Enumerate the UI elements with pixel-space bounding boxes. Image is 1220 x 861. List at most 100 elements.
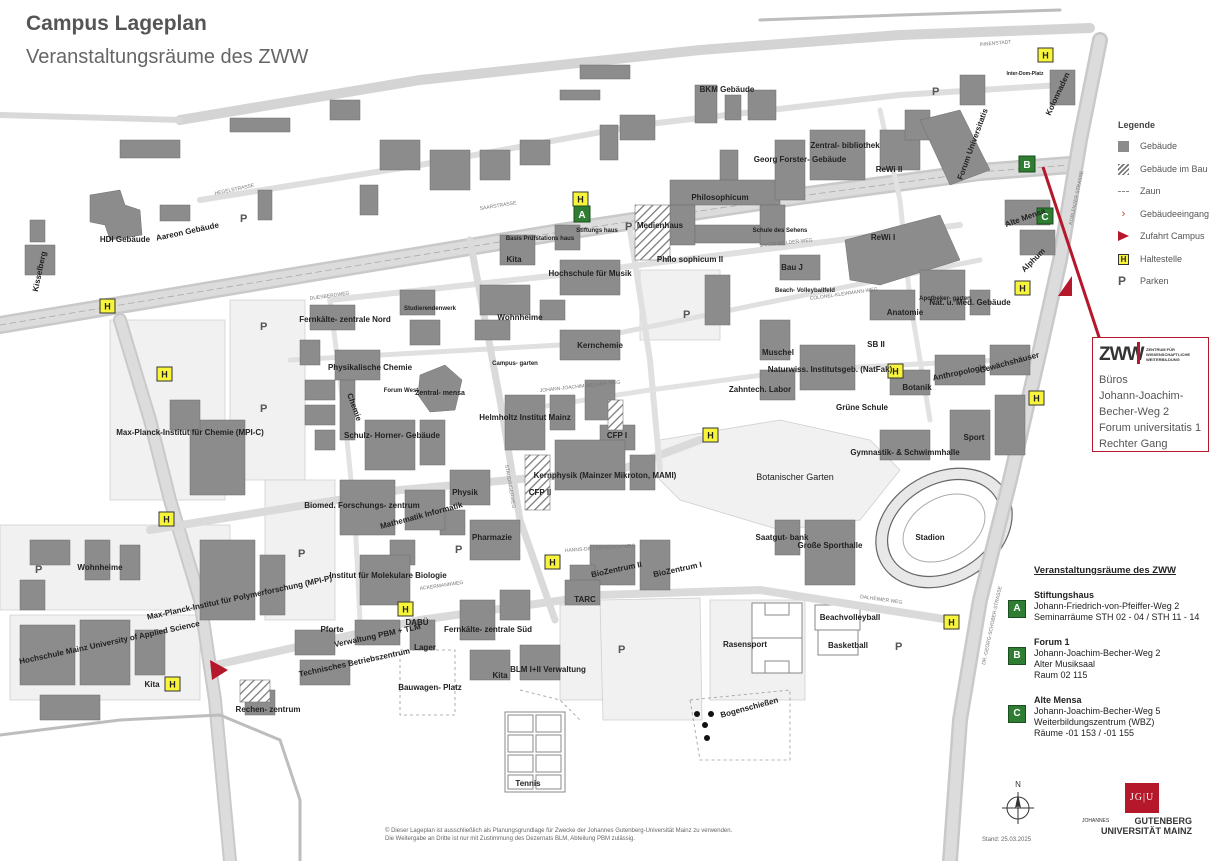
campus-access-triangle-icon [1118,231,1129,241]
label-tennis: Tennis [515,779,541,788]
north-arrow-icon: N [1002,780,1034,824]
label-zentralmensa: Zentral- mensa [415,390,465,397]
label-helmholtz: Helmholtz Institut Mainz [479,413,571,422]
label-wohnheime-2: Wohnheime [77,563,123,572]
label-grosse-sporthalle: Große Sporthalle [798,541,863,550]
parking-p: P [618,644,625,656]
street-ackermannweg: ACKERMANNWEG [419,580,463,592]
label-natmed: Nat. u. Med. Gebäude [929,298,1011,307]
event-room-a[interactable]: A Stiftungshaus Johann-Friedrich-von-Pfe… [1006,590,1216,623]
construction-buildings [239,204,671,703]
label-natfak: Naturwiss. Institutsgeb. (NatFak) [768,365,893,374]
bus-stop-h: H [161,370,168,380]
label-hdi: HDI Gebäude [100,235,151,244]
parking-p: P [455,544,462,556]
fences [399,649,791,761]
entrance-mark-icon: › [1121,207,1126,220]
bus-stop-h: H [892,367,899,377]
label-fernkaelte-sued: Fernkälte- zentrale Süd [444,625,532,634]
label-biomed: Biomed. Forschungs- zentrum [304,501,420,510]
stadium [875,467,1013,589]
label-campusgarten: Campus- garten [492,361,538,367]
parking-p: P [932,86,939,98]
label-bkm: BKM Gebäude [700,85,755,94]
bus-stops[interactable]: H H H H H H H H H H H H H [99,47,1054,692]
parking-p-icon: P [1118,274,1127,288]
bus-stop-h-icon: H [1118,253,1129,265]
label-cfp-2: CFP II [529,488,552,497]
bus-stop-h: H [948,618,955,628]
label-rasensport: Rasensport [723,640,767,649]
label-kita-1: Kita [506,255,522,264]
label-rewi-2: ReWi II [876,165,903,174]
label-bau-j: Bau J [781,263,803,272]
label-rewi-1: ReWi I [871,233,895,242]
room-badges[interactable]: A B C [573,155,1054,225]
sport-fields [504,602,861,793]
legend-item-building: Gebäude [1118,140,1218,163]
label-zentralbibliothek: Zentral- bibliothek [810,141,880,150]
buildings [19,64,1076,721]
legend-item-access: Zufahrt Campus [1118,230,1218,253]
zww-logo: ZWW [1099,344,1144,365]
zww-pointer-line [1041,166,1102,341]
label-zahntech: Zahntech. Labor [729,385,791,394]
bus-stop-h: H [1033,394,1040,404]
page-title: Campus Lageplan [26,12,207,35]
label-beach-1: Beach- Volleyballfeld [775,288,835,294]
label-beachvolleyball: Beachvolleyball [820,613,880,622]
street-jakob-welder: JAKOB-WELDER-WEG [760,237,814,249]
label-cfp-1: CFP I [607,431,627,440]
label-philosophicum-2: Philo sophicum II [657,255,723,264]
event-rooms-list: Veranstaltungsräume des ZWW A Stiftungsh… [1006,565,1216,749]
label-pforte: Pforte [320,625,344,634]
legend-item-entrance: ›Gebäudeeingang [1118,208,1218,231]
label-sb-2: SB II [867,340,885,349]
label-bauwagen: Bauwagen- Platz [398,683,462,692]
label-stadion: Stadion [915,533,944,542]
label-physik: Physik [452,488,478,497]
jgu-logo-box: JG|U [1125,783,1159,813]
label-botanik: Botanik [902,383,932,392]
label-botanischer-garten: Botanischer Garten [756,472,834,482]
label-schulz-horner: Schulz- Horner- Gebäude [344,431,441,440]
label-studierendenwerk: Studierendenwerk [404,306,457,312]
label-philosophicum: Philosophicum [691,193,748,202]
label-gruene-schule: Grüne Schule [836,403,889,412]
page-subtitle: Veranstaltungsräume des ZWW [26,46,309,68]
badge-b: B [1023,160,1030,171]
parking-p: P [298,548,305,560]
label-fernkaelte-nord: Fernkälte- zentrale Nord [299,315,391,324]
label-dabue: DABÜ [405,618,428,627]
label-wohnheime-1: Wohnheime [497,313,543,322]
bus-stop-h: H [169,680,176,690]
label-aareon: Aareon Gebäude [155,220,220,242]
bus-stop-h: H [1042,51,1049,61]
fence-line-icon [1118,191,1129,192]
label-blm: BLM I+II Verwaltung [510,665,586,674]
event-room-c[interactable]: C Alte Mensa Johann-Joachim-Becher-Weg 5… [1006,695,1216,739]
event-room-b[interactable]: B Forum 1 Johann-Joachim-Becher-Weg 2 Al… [1006,637,1216,681]
zww-logo-bar [1137,342,1140,364]
badge-b-icon: B [1008,647,1026,665]
copyright-notice: © Dieser Lageplan ist ausschließlich als… [385,828,733,842]
street-innenstadt: INNENSTADT [980,39,1012,48]
parking-p: P [240,213,247,225]
label-pharmazie: Pharmazie [472,533,513,542]
parking-p: P [895,641,902,653]
label-saatgutbank: Saatgut- bank [756,533,809,542]
building-swatch-icon [1118,141,1129,152]
street-hd-huesch: HANNS-DIETER-HÜSCH-WEG [565,542,636,554]
parking-p: P [260,321,267,333]
bus-stop-h: H [163,515,170,525]
street-dalheimer: DALHEIMER WEG [860,594,903,606]
bus-stop-h: H [707,431,714,441]
label-muschel: Muschel [762,348,794,357]
street-duesbergweg: DUESBERGWEG [309,290,350,302]
label-tarc: TARC [574,595,596,604]
street-saarstrasse: SAARSTRASSE [479,200,517,212]
zww-address: Büros Johann-Joachim- Becher-Weg 2 Forum… [1099,374,1202,450]
